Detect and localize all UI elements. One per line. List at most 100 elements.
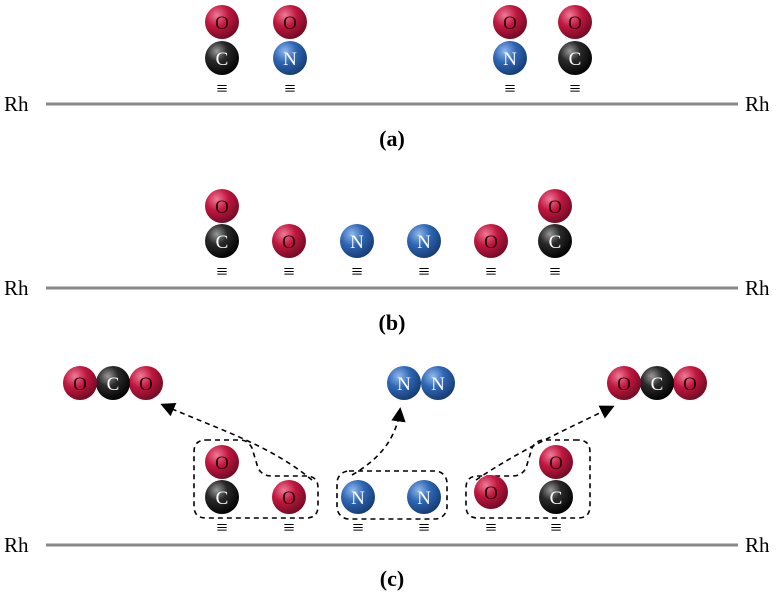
c-c-2-sphere	[539, 480, 573, 514]
c-bond-2: ≡	[283, 517, 294, 539]
b-c-2: C	[538, 224, 572, 258]
b-o-2-symbol: O	[484, 232, 498, 253]
co2-right-o1-symbol: O	[617, 374, 631, 395]
co2-left-c-symbol: C	[107, 374, 120, 395]
co2-right-c: C	[640, 366, 674, 400]
a-n-2: N	[493, 41, 527, 75]
c-bond-4: ≡	[418, 517, 429, 539]
c-o-top-2-sphere	[539, 445, 573, 479]
b-o-top-1-sphere	[205, 189, 239, 223]
n2-n2-symbol: N	[431, 374, 445, 395]
a-bond-2: ≡	[284, 78, 295, 100]
rh-label-right-c: Rh	[745, 533, 770, 557]
a-bond-1: ≡	[216, 78, 227, 100]
caption-b: (b)	[379, 310, 406, 335]
c-o-top-2-symbol: O	[549, 453, 563, 474]
bonds-layer: ≡≡≡≡≡≡≡≡≡≡≡≡≡≡≡≡	[216, 78, 580, 539]
b-bond-3: ≡	[351, 261, 362, 283]
c-o-2-symbol: O	[484, 483, 498, 504]
a-o-top-2-symbol: O	[283, 13, 297, 34]
a-o-top-4-sphere	[558, 5, 592, 39]
b-n-1-symbol: N	[350, 232, 364, 253]
a-c-1: C	[205, 41, 239, 75]
b-n-2-sphere	[407, 224, 441, 258]
c-o-2: O	[474, 475, 508, 509]
a-o-top-4-symbol: O	[568, 13, 582, 34]
n2-n1-symbol: N	[397, 374, 411, 395]
b-bond-1: ≡	[216, 261, 227, 283]
a-c-1-symbol: C	[216, 49, 229, 70]
c-o-top-1: O	[205, 445, 239, 479]
surface-c: Rh Rh	[4, 533, 770, 557]
a-o-top-2: O	[273, 5, 307, 39]
c-bond-6: ≡	[550, 517, 561, 539]
b-c-2-sphere	[538, 224, 572, 258]
b-c-2-symbol: C	[549, 232, 562, 253]
b-bond-5: ≡	[485, 261, 496, 283]
b-o-1-sphere	[272, 224, 306, 258]
c-c-2-symbol: C	[550, 488, 563, 509]
co2-right-c-sphere	[640, 366, 674, 400]
co2-left-c: C	[96, 366, 130, 400]
arrow-to-co2-left	[160, 403, 313, 481]
a-o-top-1-sphere	[205, 5, 239, 39]
c-o-2-sphere	[474, 475, 508, 509]
c-n-1-sphere	[341, 480, 375, 514]
b-n-1-sphere	[340, 224, 374, 258]
arrow-to-n2	[351, 407, 406, 476]
a-o-top-3: O	[493, 5, 527, 39]
b-c-1: C	[205, 224, 239, 258]
n2-n1-sphere	[387, 366, 421, 400]
a-o-top-3-sphere	[493, 5, 527, 39]
rh-label-left-b: Rh	[4, 276, 29, 300]
rh-label-right-b: Rh	[745, 276, 770, 300]
c-c-1: C	[205, 480, 239, 514]
co2-left-o2-symbol: O	[139, 374, 153, 395]
a-n-2-sphere	[493, 41, 527, 75]
c-o-top-2: O	[539, 445, 573, 479]
c-o-top-1-sphere	[205, 445, 239, 479]
n2-n1: N	[387, 366, 421, 400]
b-n-2-symbol: N	[417, 232, 431, 253]
co2-left-c-sphere	[96, 366, 130, 400]
arrow-to-co2-right	[475, 405, 615, 481]
a-n-1: N	[273, 41, 307, 75]
b-o-2-sphere	[474, 224, 508, 258]
a-bond-4: ≡	[569, 78, 580, 100]
surface-b: Rh Rh	[4, 276, 770, 300]
co2-left-o1-symbol: O	[73, 374, 87, 395]
b-o-2: O	[474, 224, 508, 258]
a-o-top-1-symbol: O	[215, 13, 229, 34]
co2-left-o1-sphere	[63, 366, 97, 400]
b-n-1: N	[340, 224, 374, 258]
b-o-top-2-symbol: O	[548, 197, 562, 218]
rh-label-left-c: Rh	[4, 533, 29, 557]
c-n-2-symbol: N	[417, 488, 431, 509]
c-n-2: N	[407, 480, 441, 514]
a-o-top-1: O	[205, 5, 239, 39]
a-o-top-4: O	[558, 5, 592, 39]
c-o-1-sphere	[272, 480, 306, 514]
co2-right-c-symbol: C	[651, 374, 664, 395]
b-o-1: O	[272, 224, 306, 258]
co2-left-o2: O	[129, 366, 163, 400]
b-o-top-2-sphere	[538, 189, 572, 223]
c-bond-1: ≡	[216, 517, 227, 539]
b-o-top-1: O	[205, 189, 239, 223]
group-n-n	[336, 470, 448, 520]
caption-a: (a)	[379, 126, 405, 151]
group-co-o-left	[193, 439, 319, 519]
n2-n2: N	[421, 366, 455, 400]
rh-label-right-a: Rh	[745, 92, 770, 116]
c-o-1-symbol: O	[282, 488, 296, 509]
c-n-1: N	[341, 480, 375, 514]
c-n-2-sphere	[407, 480, 441, 514]
c-c-2: C	[539, 480, 573, 514]
b-bond-6: ≡	[549, 261, 560, 283]
b-o-top-1-symbol: O	[215, 197, 229, 218]
b-o-1-symbol: O	[282, 232, 296, 253]
surface-a: Rh Rh	[4, 92, 770, 116]
co2-right-o2-sphere	[673, 366, 707, 400]
